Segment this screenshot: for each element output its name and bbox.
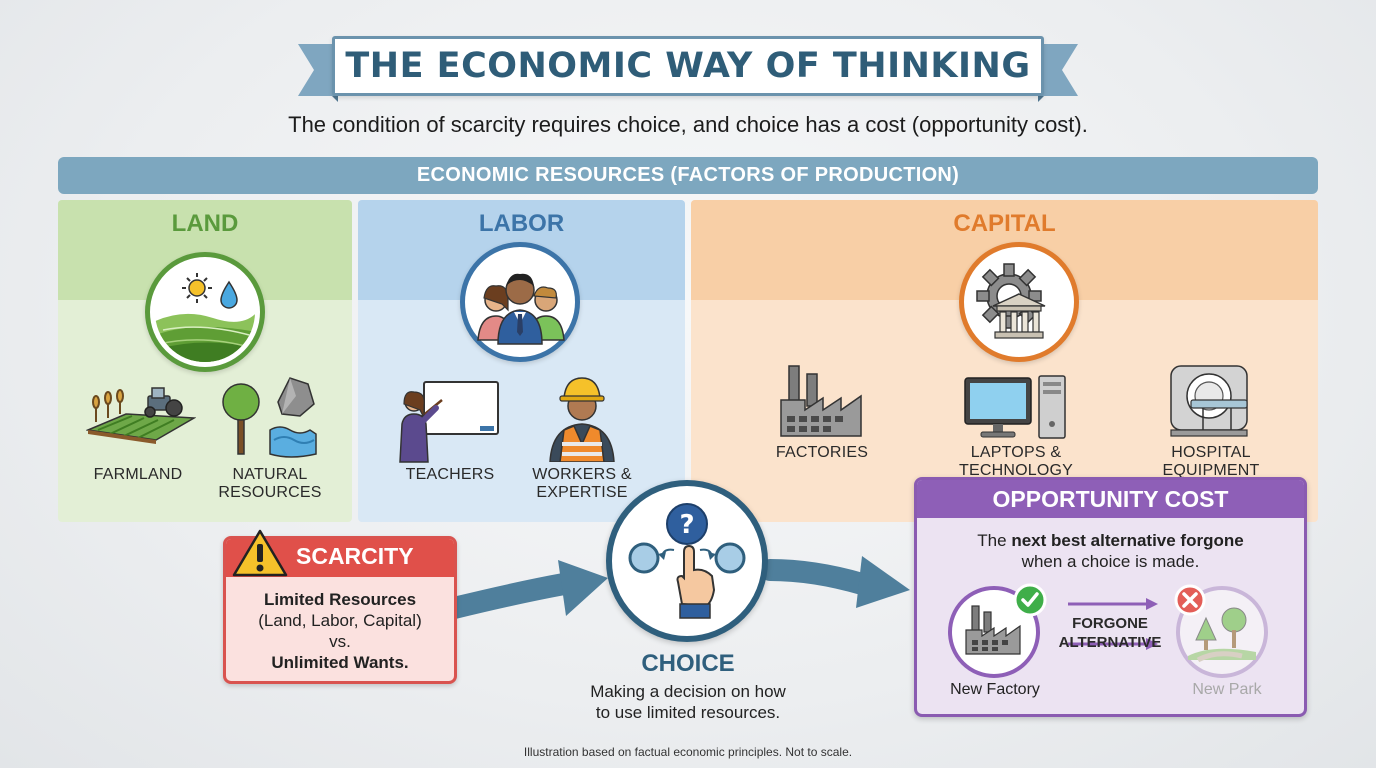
- new-park-label: New Park: [1192, 681, 1262, 698]
- people-group-icon: [477, 273, 565, 345]
- labor-title: LABOR: [478, 210, 565, 237]
- factory-icon: [780, 365, 862, 437]
- opportunity-cost-description: The next best alternative forgone when a…: [977, 531, 1244, 571]
- subtitle: The condition of scarcity requires choic…: [288, 112, 1088, 137]
- scarcity-title: SCARCITY: [296, 543, 414, 569]
- svg-text:?: ?: [679, 510, 694, 540]
- forgone-alternative-label: FORGONE ALTERNATIVE: [1058, 615, 1162, 651]
- land-panel: LAND: [58, 200, 352, 522]
- scarcity-body: Limited Resources (Land, Labor, Capital)…: [258, 590, 422, 672]
- page-title: THE ECONOMIC WAY OF THINKING: [345, 46, 1031, 86]
- choice-description: Making a decision on how to use limited …: [590, 682, 786, 722]
- new-factory-label: New Factory: [950, 681, 1040, 698]
- teacher-icon: [399, 381, 499, 463]
- land-title: LAND: [171, 210, 239, 237]
- farmland-label: FARMLAND: [93, 466, 183, 483]
- natural-resources-icon: [222, 377, 317, 458]
- capital-panel: CAPITAL: [691, 200, 1318, 522]
- mri-scanner-icon: [1170, 365, 1248, 437]
- forgone-arrows: [1068, 598, 1158, 650]
- natural-resources-label: NATURAL RESOURCES: [218, 466, 322, 501]
- new-factory-icon: [948, 583, 1047, 678]
- capital-title: CAPITAL: [953, 210, 1056, 237]
- opportunity-cost-title: OPPORTUNITY COST: [992, 485, 1229, 512]
- title-ribbon: [298, 44, 1078, 102]
- land-badge: [145, 252, 265, 372]
- landscape-icon: [155, 262, 255, 362]
- worker-icon: [549, 377, 615, 462]
- title-banner: THE ECONOMIC WAY OF THINKING: [332, 36, 1044, 96]
- hospital-equipment-label: HOSPITAL EQUIPMENT: [1162, 444, 1260, 479]
- capital-badge: [959, 242, 1079, 362]
- gear-bank-icon: [976, 263, 1046, 339]
- workers-label: WORKERS & EXPERTISE: [532, 466, 632, 501]
- footnote: Illustration based on factual economic p…: [523, 745, 853, 759]
- choice-badge: ?: [606, 480, 768, 642]
- laptops-label: LAPTOPS & TECHNOLOGY: [958, 444, 1073, 479]
- labor-badge: [460, 242, 580, 362]
- choice-to-cost-arrow: [764, 556, 910, 608]
- new-park-icon: [1174, 584, 1268, 678]
- choice-title: CHOICE: [641, 650, 735, 677]
- warning-icon: [232, 529, 288, 577]
- computer-icon: [964, 375, 1066, 439]
- farmland-icon: [86, 387, 196, 444]
- decision-icon: ?: [628, 503, 746, 619]
- teachers-label: TEACHERS: [405, 466, 495, 483]
- factories-label: FACTORIES: [775, 444, 869, 461]
- resources-header: ECONOMIC RESOURCES (FACTORS OF PRODUCTIO…: [58, 157, 1318, 194]
- labor-panel: LABOR TEACHERS: [358, 200, 685, 522]
- scarcity-to-choice-arrow: [443, 560, 608, 619]
